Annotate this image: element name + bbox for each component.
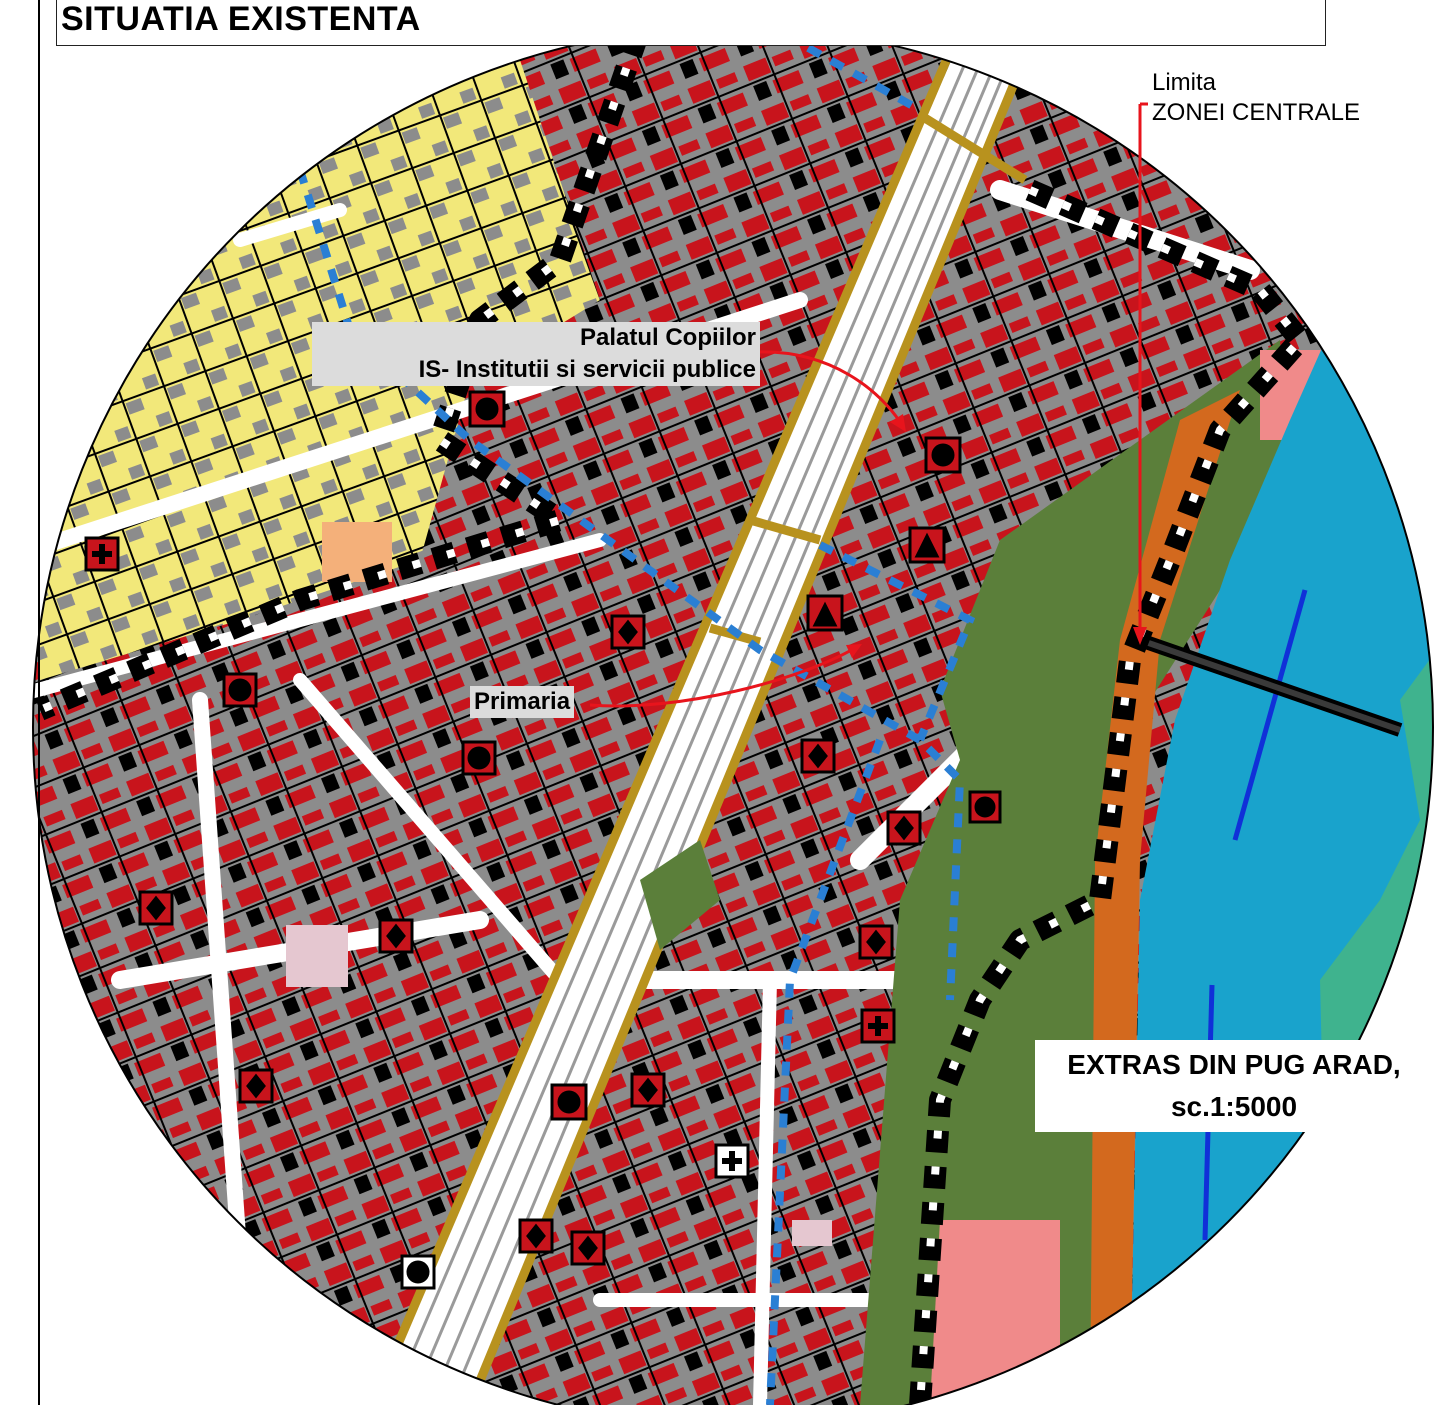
tram-lines <box>388 39 1020 1405</box>
institution-symbols <box>84 390 1002 1290</box>
callout-primaria: Primaria <box>470 686 575 718</box>
bridge <box>1137 633 1403 737</box>
pale-lot <box>286 925 348 987</box>
callout-palatul-copiilor: Palatul Copiilor IS- Institutii si servi… <box>312 322 760 386</box>
callout-arrows <box>589 102 1148 708</box>
extract-label: EXTRAS DIN PUG ARAD, sc.1:5000 <box>1035 1040 1433 1132</box>
boulevard-edges <box>367 38 1037 1405</box>
extract-scale: sc.1:5000 <box>1170 1091 1298 1122</box>
limit-label-line2: ZONEI CENTRALE <box>1152 99 1361 126</box>
extract-source: EXTRAS DIN PUG ARAD, <box>1067 1049 1401 1080</box>
pale-lot-2 <box>792 1220 832 1246</box>
title-box: SITUATIA EXISTENTA <box>56 0 1326 46</box>
page-title: SITUATIA EXISTENTA <box>61 0 421 38</box>
palatul-category: IS- Institutii si servicii publice <box>418 356 756 383</box>
limit-label-line1: Limita <box>1152 69 1217 96</box>
palatul-name: Palatul Copiilor <box>579 324 756 351</box>
arrowheads <box>846 414 1147 658</box>
central-zone-limit-label: Limita ZONEI CENTRALE <box>1152 68 1360 128</box>
pink-zone <box>930 1220 1060 1405</box>
park-strip <box>640 840 720 950</box>
central-zone-boundary-inner <box>38 27 1306 1405</box>
primaria-name: Primaria <box>474 688 571 715</box>
park <box>860 340 1290 1405</box>
